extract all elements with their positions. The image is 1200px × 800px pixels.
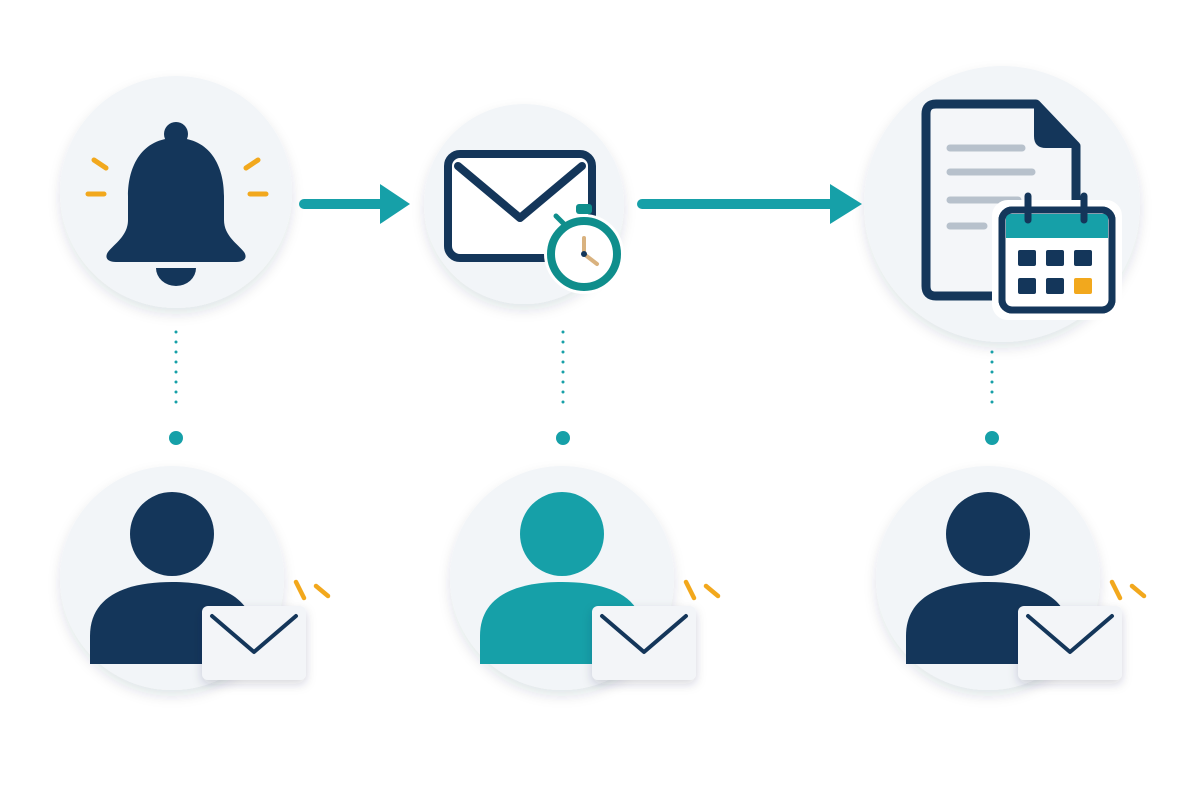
user-email-notification-icon — [480, 492, 721, 680]
dotted-connector — [985, 350, 999, 445]
notification-rays — [1109, 579, 1147, 601]
arrow-right-icon — [637, 184, 862, 224]
arrow-right-icon — [299, 184, 410, 224]
dotted-connector — [169, 330, 183, 445]
notification-rays — [293, 579, 331, 601]
notification-rays — [683, 579, 721, 601]
dotted-connector — [556, 330, 570, 445]
user-email-notification-icon — [906, 492, 1147, 680]
document-calendar-icon — [921, 99, 1122, 320]
recipients — [90, 492, 1147, 680]
alert-rays — [85, 157, 269, 197]
calendar-icon — [992, 192, 1122, 320]
envelope-icon — [1018, 606, 1122, 680]
envelope-icon — [202, 606, 306, 680]
stopwatch-icon — [544, 204, 624, 294]
bell-icon — [85, 122, 269, 286]
envelope-icon — [592, 606, 696, 680]
user-email-notification-icon — [90, 492, 331, 680]
timed-email-icon — [444, 150, 624, 294]
